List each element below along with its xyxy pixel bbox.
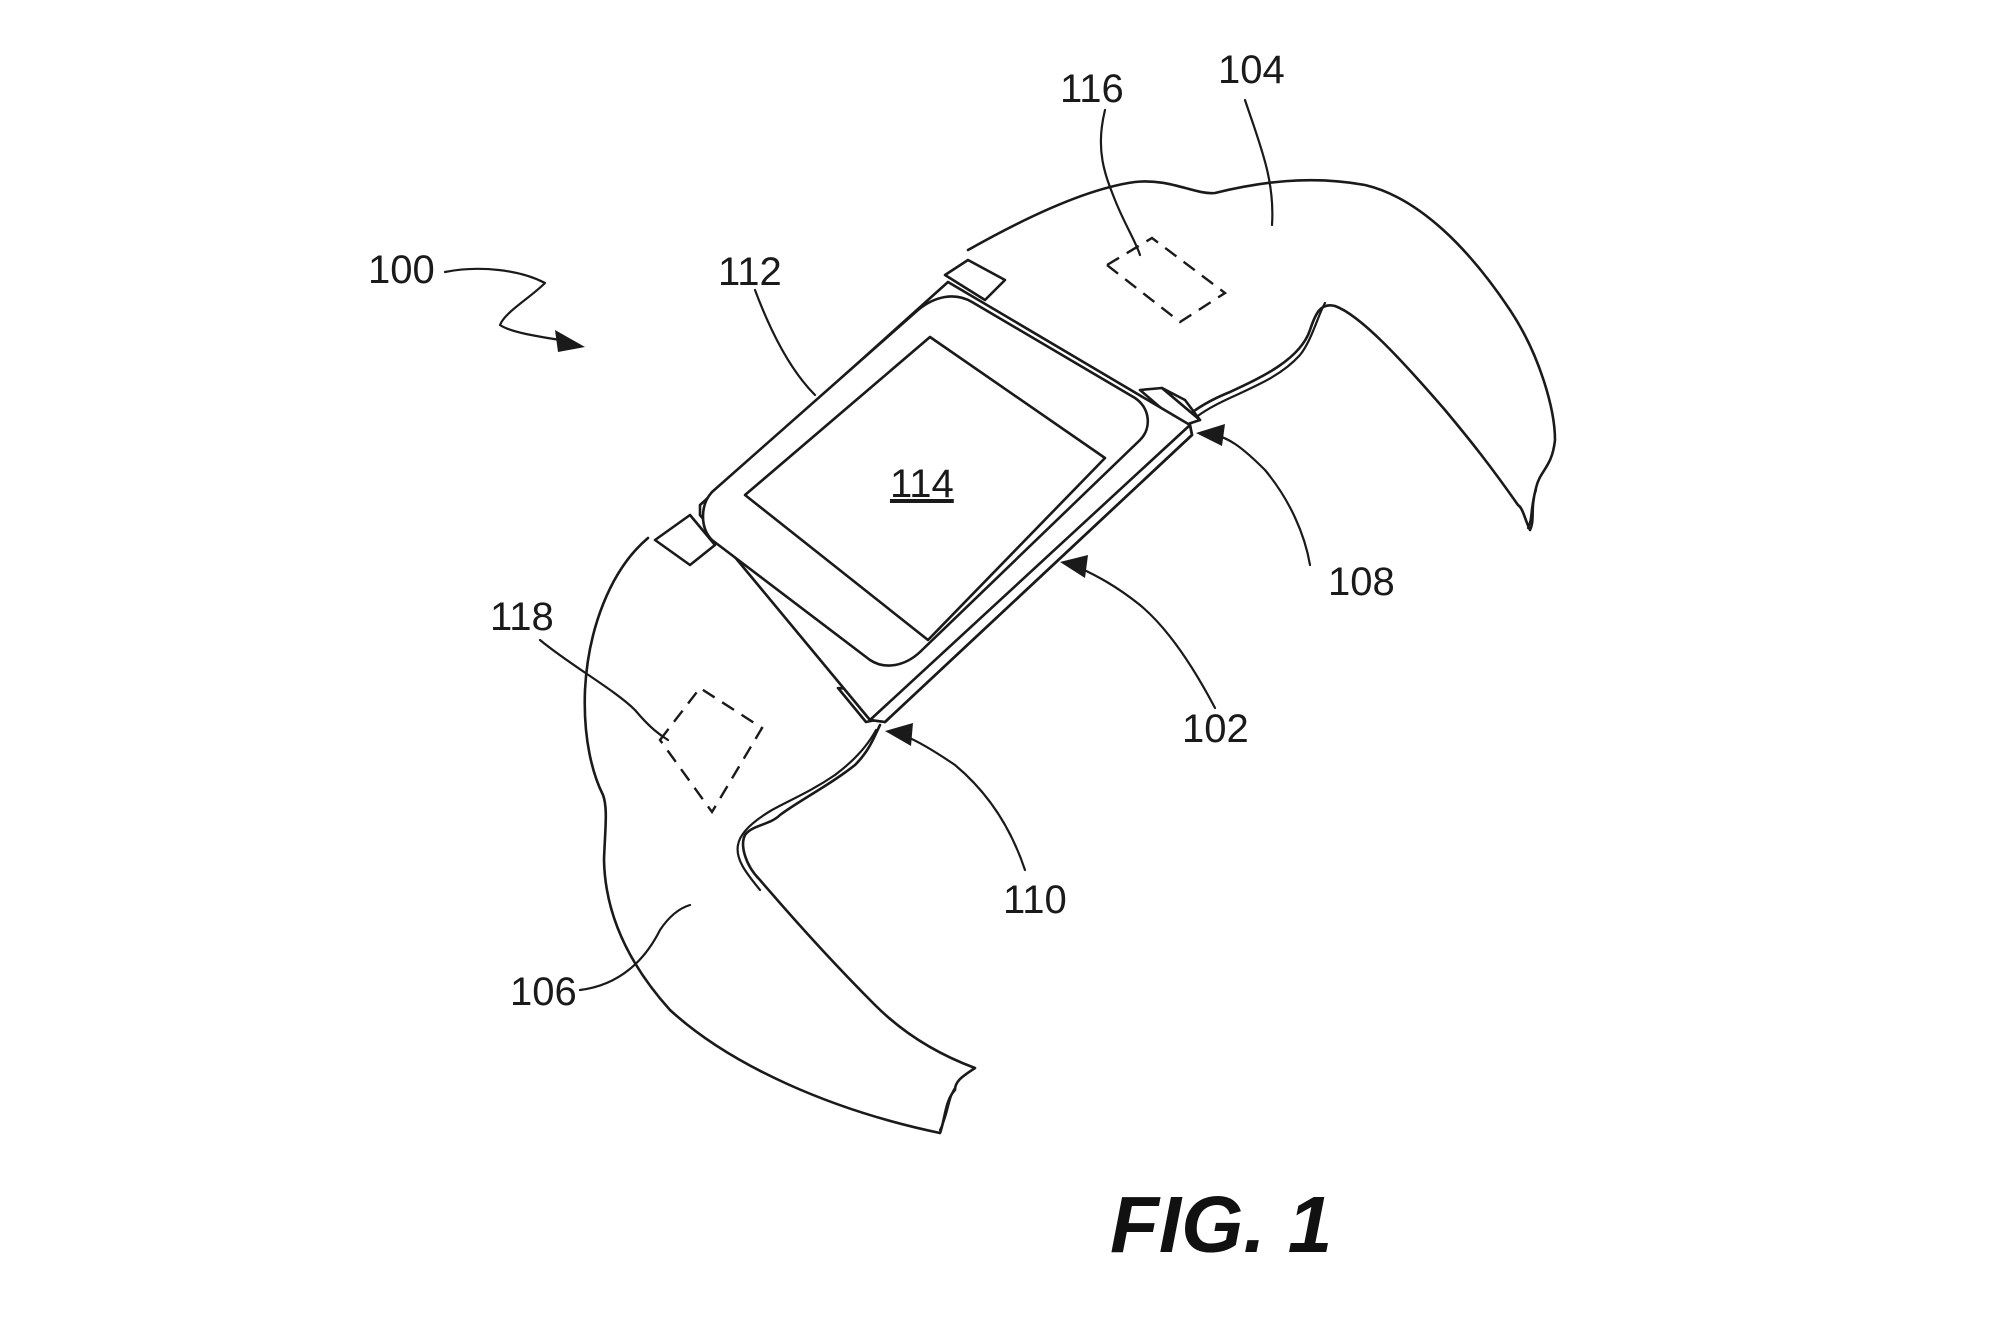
ref-114: 114 <box>890 462 954 506</box>
ref-118: 118 <box>490 595 554 639</box>
ref-116: 116 <box>1060 67 1124 111</box>
ref-112: 112 <box>718 250 782 294</box>
ref-106: 106 <box>510 970 577 1014</box>
leader-112 <box>755 290 815 395</box>
component-118-outline <box>660 688 762 812</box>
leader-106 <box>580 905 690 990</box>
ref-108: 108 <box>1328 560 1395 604</box>
ref-102: 102 <box>1182 707 1249 751</box>
leader-104 <box>1245 100 1272 225</box>
ref-110: 110 <box>1003 878 1067 922</box>
leader-100 <box>445 269 585 352</box>
component-116-outline <box>1107 238 1225 322</box>
leader-102 <box>1060 555 1215 708</box>
leader-110 <box>885 723 1025 870</box>
ref-100: 100 <box>368 248 435 292</box>
leader-108 <box>1196 424 1310 565</box>
ref-104: 104 <box>1218 48 1285 92</box>
leader-118 <box>540 640 668 740</box>
figure-caption: FIG. 1 <box>1110 1180 1332 1269</box>
